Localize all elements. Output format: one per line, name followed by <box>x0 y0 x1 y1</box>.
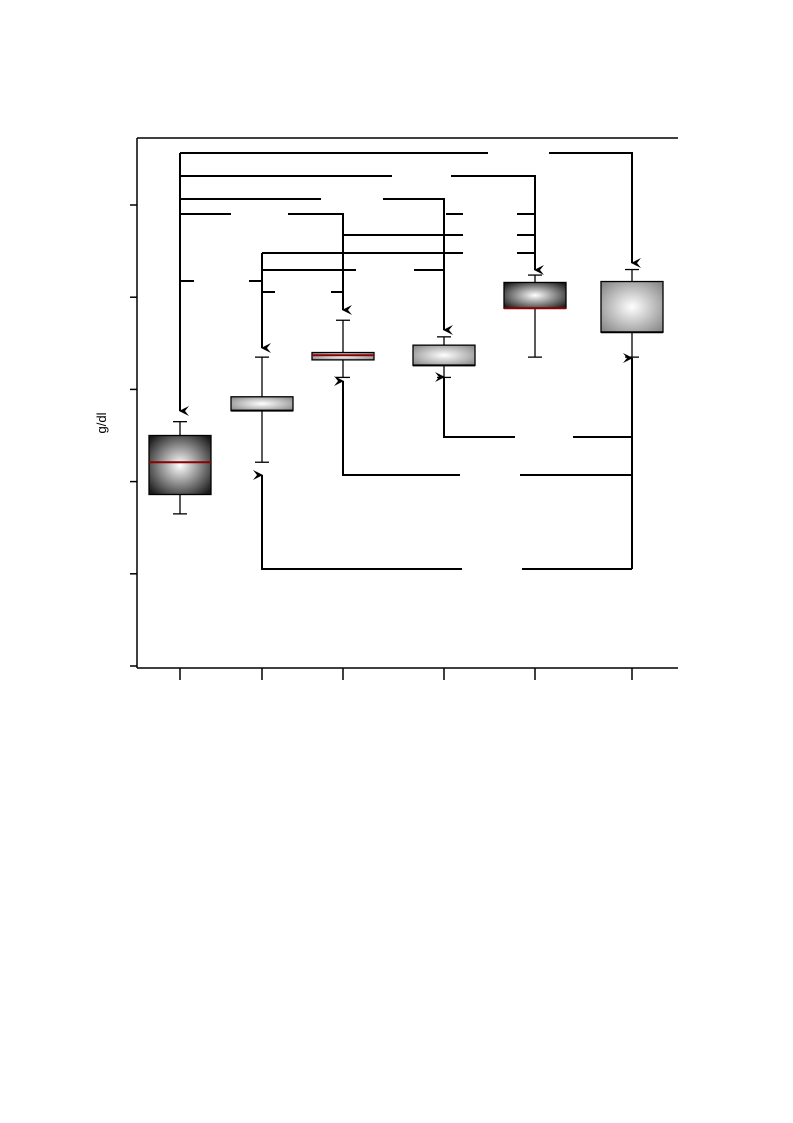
box-body <box>148 434 212 496</box>
box-6 <box>600 268 664 358</box>
box-body <box>412 344 476 367</box>
box-1 <box>148 421 212 515</box>
connector-1b <box>549 152 641 268</box>
connector-2b <box>451 175 544 275</box>
box-5 <box>503 274 567 358</box>
y-ticks <box>130 204 137 667</box>
box-body <box>600 280 664 333</box>
significance-connectors <box>179 152 641 570</box>
connector-3b <box>383 198 453 335</box>
box-body <box>230 396 294 412</box>
x-ticks <box>179 668 633 680</box>
box-2 <box>230 356 294 463</box>
box-4 <box>412 336 476 379</box>
connector-11b <box>334 376 460 476</box>
box-3 <box>311 319 375 379</box>
y-axis-label: g/dl <box>94 412 109 433</box>
connector-12b <box>253 470 462 570</box>
connector-4b <box>288 213 352 315</box>
connector-10b <box>435 372 515 438</box>
box-series <box>148 268 664 515</box>
box-body <box>503 281 567 309</box>
